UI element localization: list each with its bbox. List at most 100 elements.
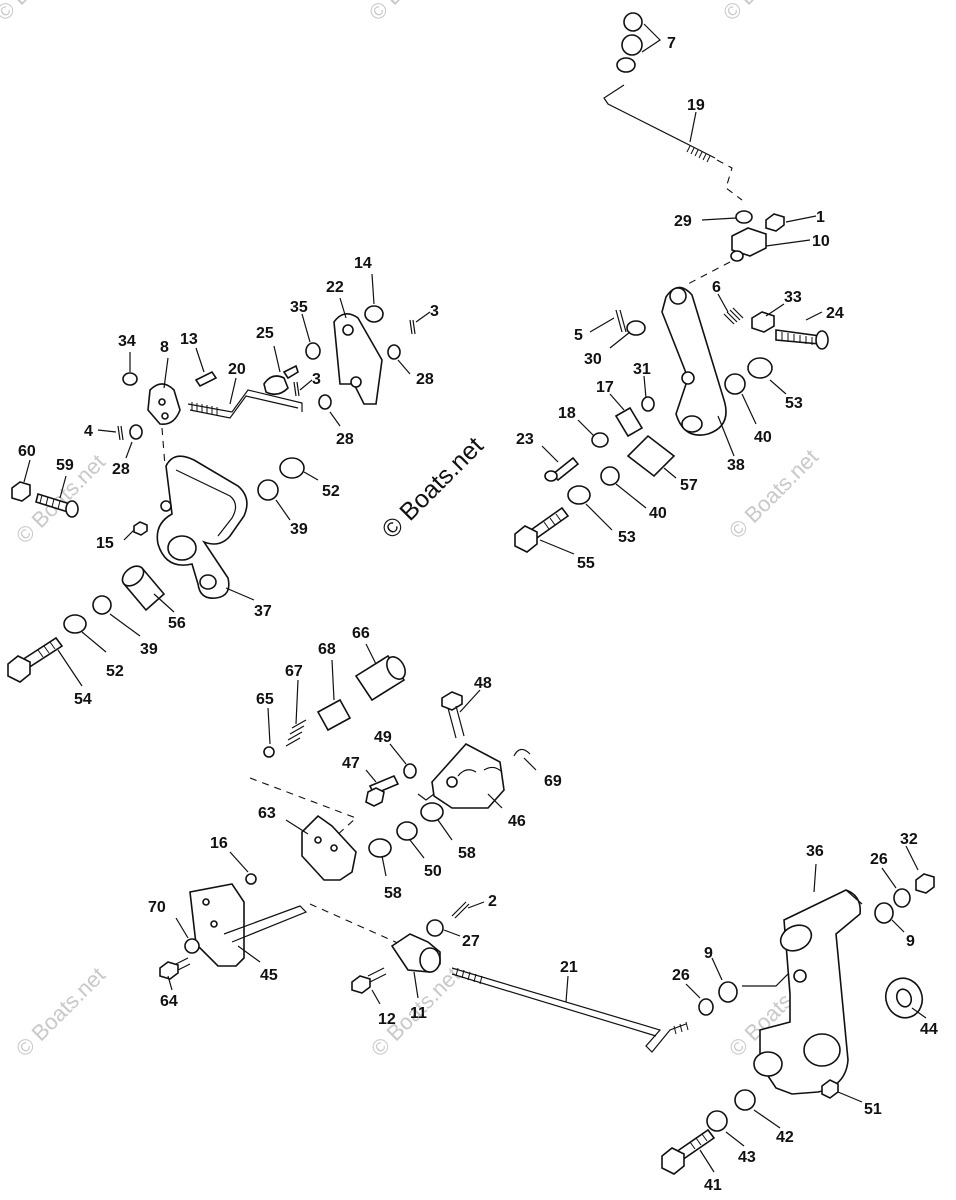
washer-28b — [318, 394, 332, 410]
bushing-17 — [614, 406, 644, 438]
nut-34 — [122, 372, 138, 386]
callout-3: 3 — [312, 371, 321, 388]
callout-39: 39 — [290, 521, 308, 538]
ball-joint-socket — [621, 34, 643, 56]
callout-3: 3 — [430, 303, 439, 320]
callout-45: 45 — [260, 967, 278, 984]
clip-69 — [513, 748, 531, 757]
callout-53: 53 — [785, 395, 803, 412]
callout-36: 36 — [806, 843, 824, 860]
washer-35 — [305, 342, 321, 360]
callout-60: 60 — [18, 443, 36, 460]
ball-16 — [245, 873, 257, 885]
lockout-46 — [431, 743, 505, 809]
callout-5: 5 — [574, 327, 583, 344]
callout-56: 56 — [168, 615, 186, 632]
shift-lockout-group — [245, 654, 531, 885]
callout-32: 32 — [900, 831, 918, 848]
callout-21: 21 — [560, 959, 578, 976]
washer-53 — [747, 357, 773, 379]
plate-63 — [301, 814, 357, 881]
callout-54: 54 — [74, 691, 92, 708]
callout-31: 31 — [633, 361, 651, 378]
callout-35: 35 — [290, 299, 308, 316]
throttle-linkage-group — [514, 12, 829, 553]
callout-2: 2 — [488, 893, 497, 910]
callout-8: 8 — [160, 339, 169, 356]
callout-6: 6 — [712, 279, 721, 296]
callout-12: 12 — [378, 1011, 396, 1028]
washer-53b — [567, 485, 591, 505]
callout-18: 18 — [558, 405, 576, 422]
callout-47: 47 — [342, 755, 360, 772]
callout-52: 52 — [322, 483, 340, 500]
washer-58a — [420, 802, 444, 822]
washer-50 — [396, 821, 418, 841]
shift-bracket-group — [159, 883, 470, 994]
washer-58b — [368, 838, 392, 858]
washer-31 — [641, 396, 655, 412]
watermark: © Boats.net — [364, 0, 463, 26]
callout-19: 19 — [687, 97, 705, 114]
bushing-57 — [626, 434, 676, 478]
nut-40 — [724, 373, 746, 395]
callout-39: 39 — [140, 641, 158, 658]
callout-44: 44 — [920, 1021, 938, 1038]
callout-29: 29 — [674, 213, 692, 230]
callout-labels: 7 19 29 1 10 6 33 24 5 30 17 31 18 23 53… — [18, 35, 938, 1194]
screw-12 — [351, 975, 371, 994]
pin-13 — [194, 370, 218, 388]
washer-28c — [129, 424, 143, 440]
screw-24 — [775, 329, 821, 345]
callout-25: 25 — [256, 325, 274, 342]
screw-48 — [441, 691, 463, 711]
ball-joint-nut — [623, 12, 643, 32]
nut-39b — [92, 595, 112, 615]
nut-29 — [735, 210, 753, 224]
callout-26: 26 — [870, 851, 888, 868]
callout-28: 28 — [112, 461, 130, 478]
center-watermark: © Boats.net — [376, 432, 488, 544]
leader-lines — [23, 23, 927, 1173]
callout-51: 51 — [864, 1101, 882, 1118]
bushing-9b — [874, 902, 894, 924]
shift-lever-group — [451, 873, 935, 1175]
spring-6 — [723, 307, 744, 325]
washer-43 — [706, 1110, 728, 1132]
callout-55: 55 — [577, 555, 595, 572]
washer-49 — [403, 763, 417, 779]
callout-59: 59 — [56, 457, 74, 474]
bushing-68 — [316, 698, 352, 732]
link-rod-20 — [187, 389, 303, 413]
callout-58: 58 — [384, 885, 402, 902]
callout-10: 10 — [812, 233, 830, 250]
nut-32 — [915, 873, 935, 894]
callout-53: 53 — [618, 529, 636, 546]
callout-58: 58 — [458, 845, 476, 862]
callout-38: 38 — [727, 457, 745, 474]
washer-14 — [364, 305, 384, 323]
ball-65 — [263, 746, 275, 758]
ball-15 — [133, 521, 148, 536]
washer-18 — [591, 432, 609, 448]
callout-20: 20 — [228, 361, 246, 378]
throttle-rod — [603, 84, 716, 159]
bracket-22 — [333, 313, 383, 405]
rod-end-10 — [731, 227, 767, 257]
callout-24: 24 — [826, 305, 844, 322]
callout-33: 33 — [784, 289, 802, 306]
callout-57: 57 — [680, 477, 698, 494]
washer-28a — [387, 344, 401, 360]
nut-27 — [426, 919, 444, 937]
callout-40: 40 — [649, 505, 667, 522]
washer-70 — [184, 938, 200, 954]
throttle-cam-group — [7, 305, 416, 683]
callout-30: 30 — [584, 351, 602, 368]
callout-49: 49 — [374, 729, 392, 746]
callout-34: 34 — [118, 333, 136, 350]
callout-69: 69 — [544, 773, 562, 790]
callout-40: 40 — [754, 429, 772, 446]
callout-1: 1 — [816, 209, 825, 226]
nut-42 — [734, 1089, 756, 1111]
washer-52b — [63, 614, 87, 634]
